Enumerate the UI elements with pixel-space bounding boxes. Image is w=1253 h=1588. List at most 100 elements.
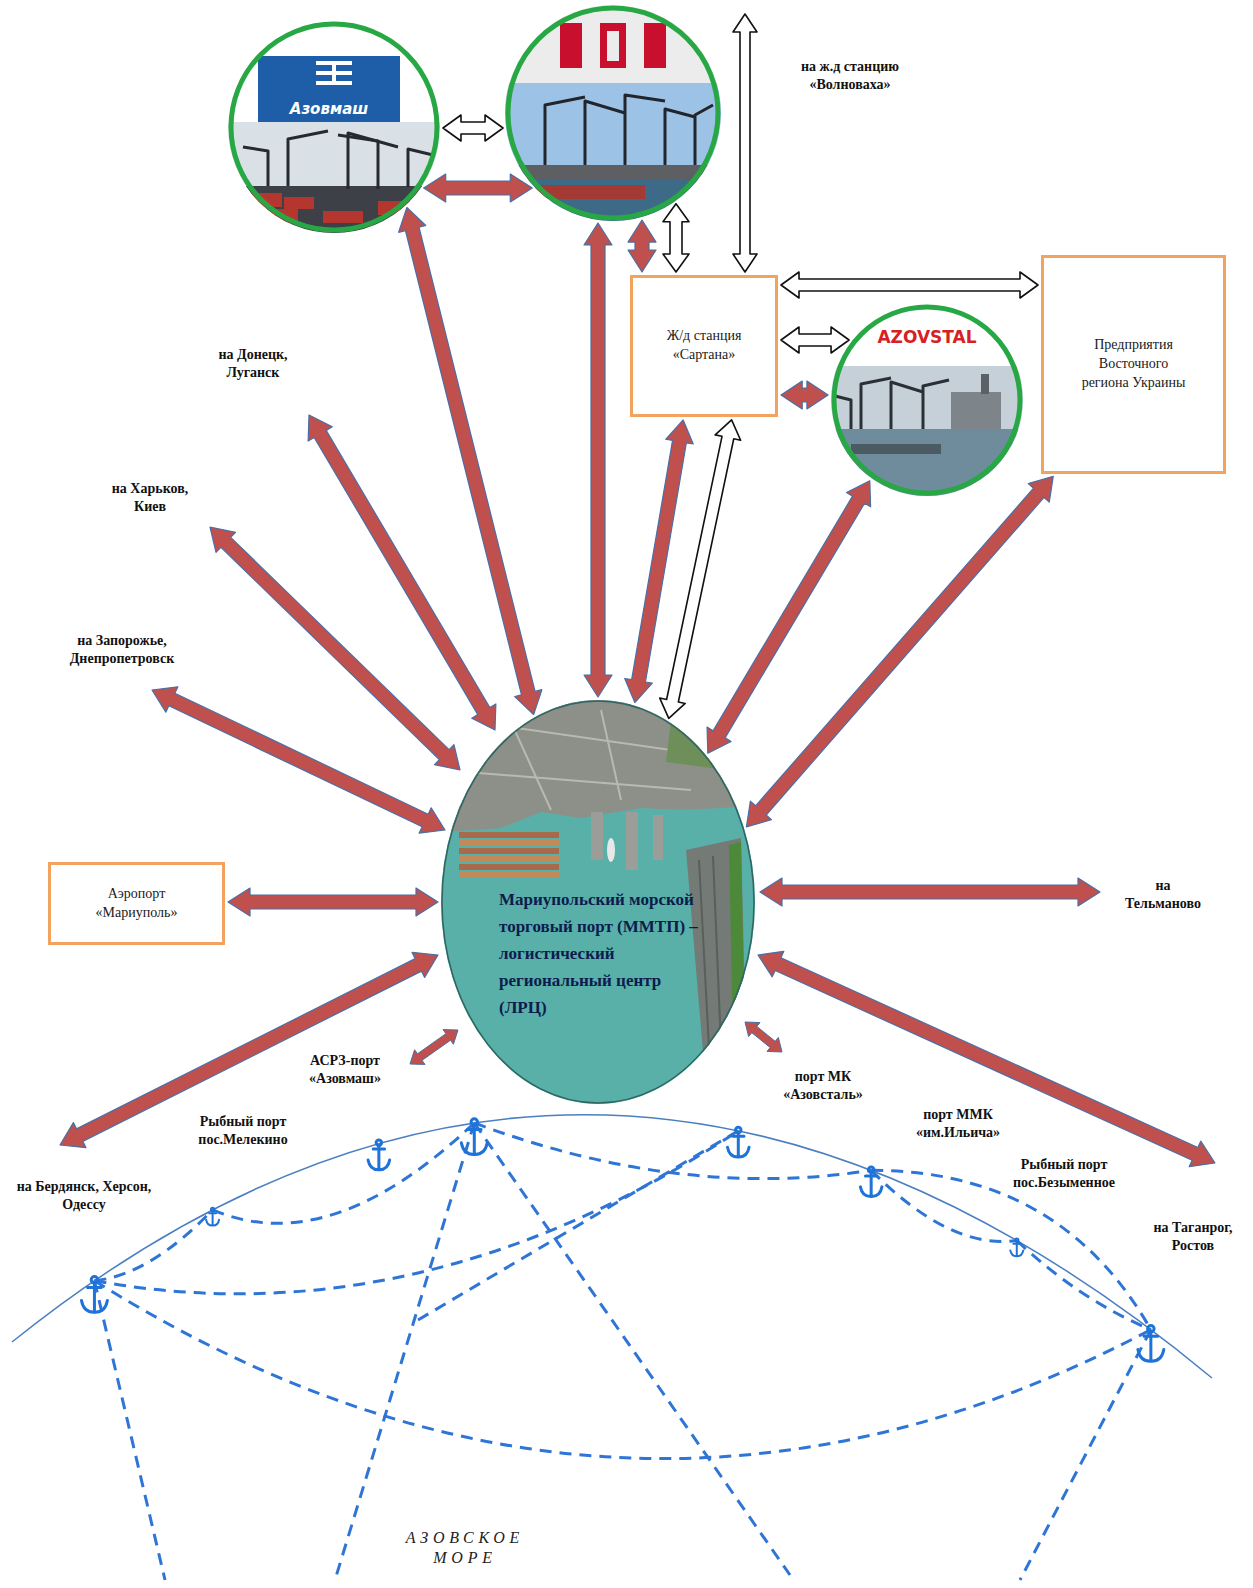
streets (441, 700, 741, 810)
company-circle: AZOVSTAL (831, 304, 1023, 496)
anchor-body (1138, 1332, 1164, 1361)
photo-illustration (831, 304, 1023, 496)
pier-rails (699, 856, 721, 1048)
route-label: порт ММК «им.Ильича» (903, 1106, 1013, 1142)
route-arrows (60, 14, 1215, 1167)
node-shape (228, 21, 440, 233)
road-connector (228, 888, 438, 916)
route-label: на Бердянск, Херсон, Одессу (9, 1178, 159, 1214)
crane-figure (625, 95, 665, 165)
route-label: АСРЗ-порт «Азовмаш» (295, 1052, 395, 1088)
node-text: Ж/д станция «Сартана» (643, 327, 765, 365)
logo-plate (258, 56, 400, 122)
route-arrow (152, 687, 445, 833)
anchor-body (81, 1283, 107, 1312)
ship-hull (851, 444, 941, 454)
route-label: на Донецк, Луганск (213, 346, 293, 382)
photo-illustration (441, 700, 755, 1104)
photo-illustration (505, 5, 721, 221)
ground (831, 304, 1023, 496)
container-row (459, 864, 559, 870)
company-circle (505, 5, 721, 221)
anchor-symbol (1138, 1326, 1164, 1362)
water (441, 700, 755, 1104)
ship (607, 838, 615, 862)
route-label: порт МК «Азовсталь» (768, 1068, 878, 1104)
rail-connector (781, 272, 1038, 298)
road-connector (399, 208, 542, 715)
rail-connector (663, 204, 689, 272)
sea-route (335, 1123, 474, 1580)
crane-figure (585, 101, 625, 165)
logo-mark (560, 23, 582, 68)
route-label: на Запорожье, Днепропетровск (47, 632, 197, 668)
container-row (459, 872, 559, 878)
sea-route (474, 1123, 790, 1575)
sky (228, 122, 440, 186)
anchor-symbol (368, 1140, 390, 1170)
anchor-symbol (206, 1208, 219, 1226)
anchor-symbol (727, 1127, 749, 1157)
route-label: на ж.д станцию «Волноваха» (795, 58, 905, 94)
route-label: на Таганрог, Ростов (1143, 1219, 1243, 1255)
road-connector (424, 174, 533, 202)
node-text: Азовмаш (258, 99, 400, 119)
route-arrow (745, 1022, 782, 1052)
pier (653, 815, 663, 860)
node-shape (505, 5, 721, 221)
container (284, 197, 314, 209)
road-connector (625, 420, 694, 703)
anchor-body (1010, 1242, 1023, 1257)
crane-figure (923, 380, 949, 429)
photo-illustration (228, 21, 440, 233)
route-label: на Тельманово (1118, 877, 1208, 913)
node-text: Аэропорт «Мариуполь» (81, 885, 192, 923)
crane-figure (891, 382, 923, 429)
logo-mark (644, 23, 666, 68)
anchor-symbol (461, 1119, 487, 1155)
node-text: AZOVSTAL (851, 326, 1003, 348)
route-label: на Харьков, Киев (110, 480, 190, 516)
crane-figure (545, 97, 585, 165)
road-connector (781, 381, 828, 409)
quay (505, 165, 721, 180)
port-hub: Мариупольский морской торговый порт (ММТ… (441, 700, 755, 1104)
long-pier (686, 838, 746, 1052)
sea-route (1017, 1241, 1151, 1330)
node-text: Мариупольский морской торговый порт (ММТ… (499, 886, 699, 1021)
green-ring (834, 307, 1020, 493)
anchor-body (727, 1133, 749, 1157)
green-ring (231, 24, 437, 230)
anchor-symbol (81, 1277, 107, 1313)
anchor-body (368, 1145, 390, 1169)
anchor-body (206, 1211, 219, 1226)
anchor-body (860, 1172, 882, 1196)
company-circle: Азовмаш (228, 21, 440, 233)
green-ring (508, 8, 718, 218)
plant-building (951, 392, 1001, 429)
pier (591, 812, 603, 860)
quay (228, 186, 440, 233)
container-row (459, 856, 559, 862)
anchor-body (461, 1125, 487, 1154)
container-row (459, 832, 559, 838)
road-connector (628, 220, 656, 272)
crane-figure (288, 131, 328, 186)
route-arrow (760, 878, 1100, 906)
port-outline (442, 701, 754, 1103)
sea-label: АЗОВСКОЕ МОРЕ (375, 1528, 555, 1568)
ground (505, 5, 721, 221)
sea-route (94, 1281, 165, 1580)
sea-route (871, 1170, 1017, 1241)
shore-line (12, 1115, 1212, 1378)
container-row (459, 848, 559, 854)
rail-connector (443, 115, 503, 141)
road-connector (584, 223, 612, 697)
sea-route (871, 1170, 1151, 1329)
pier (626, 812, 638, 870)
rail-connector (781, 327, 849, 353)
route-arrow (410, 1030, 458, 1065)
logo-emblem (316, 63, 352, 83)
sky (831, 366, 1023, 429)
logo-mark (607, 31, 619, 61)
